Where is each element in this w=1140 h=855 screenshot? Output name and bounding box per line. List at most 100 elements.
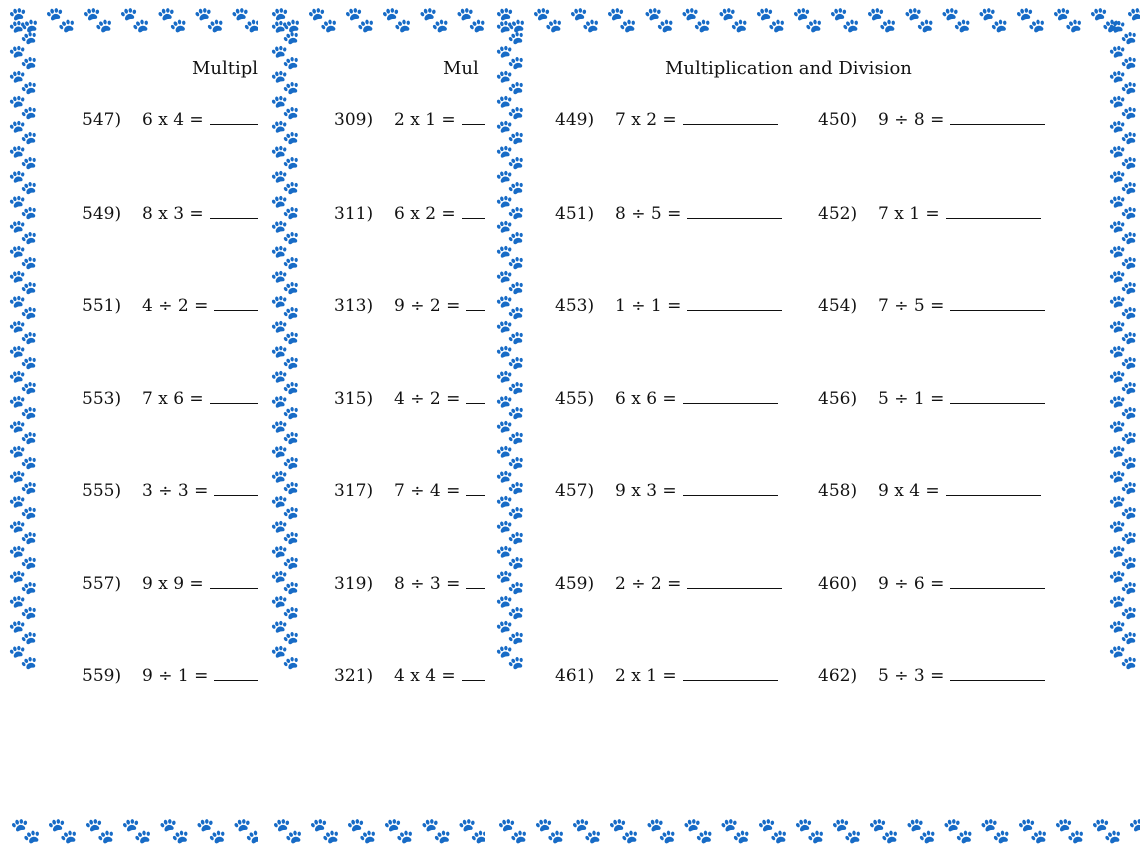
answer-blank[interactable]	[950, 309, 1046, 311]
paw-print-icon: 🐾	[495, 568, 525, 596]
paw-print-icon: 🐾	[495, 4, 527, 34]
problem: 461)2 x 1 =	[555, 666, 778, 686]
paw-print-icon: 🐾	[829, 4, 861, 34]
paw-print-icon: 🐾	[1108, 368, 1138, 396]
problem-number: 456)	[818, 389, 858, 409]
answer-blank[interactable]	[687, 309, 783, 311]
paw-print-icon: 🐾	[8, 568, 38, 596]
answer-blank[interactable]	[682, 123, 778, 125]
paw-print-icon: 🐾	[1052, 4, 1084, 34]
problem-number: 452)	[818, 204, 858, 224]
paw-print-icon: 🐾	[270, 368, 300, 396]
answer-blank[interactable]	[209, 587, 258, 589]
paw-print-icon: 🐾	[270, 643, 300, 671]
answer-blank[interactable]	[945, 217, 1041, 219]
paw-print-icon: 🐾	[8, 643, 38, 671]
problem-expression: 7 x 6 =	[142, 389, 204, 409]
problem-expression: 5 ÷ 3 =	[878, 666, 945, 686]
answer-blank[interactable]	[687, 587, 783, 589]
answer-blank[interactable]	[461, 217, 485, 219]
paw-print-icon: 🐾	[680, 4, 712, 34]
answer-blank[interactable]	[466, 402, 485, 404]
paw-print-icon: 🐾	[532, 4, 564, 34]
answer-blank[interactable]	[466, 494, 485, 496]
paw-print-icon: 🐾	[495, 43, 525, 71]
problem: 551)4 ÷ 2 =	[82, 296, 258, 316]
problem-number: 457)	[555, 481, 595, 501]
paw-print-icon: 🐾	[606, 4, 638, 34]
paw-print-icon: 🐾	[193, 4, 225, 34]
answer-blank[interactable]	[214, 494, 258, 496]
problem-number: 453)	[555, 296, 595, 316]
problem-number: 321)	[334, 666, 374, 686]
paw-print-icon: 🐾	[1108, 393, 1138, 421]
paw-border-left: 🐾🐾🐾🐾🐾🐾🐾🐾🐾🐾🐾🐾🐾🐾🐾🐾🐾🐾🐾🐾🐾🐾🐾🐾🐾🐾	[268, 20, 302, 835]
answer-blank[interactable]	[209, 217, 258, 219]
paw-print-icon: 🐾	[1108, 293, 1138, 321]
problem-number: 559)	[82, 666, 122, 686]
problem: 455)6 x 6 =	[555, 389, 778, 409]
answer-blank[interactable]	[214, 679, 258, 681]
paw-print-icon: 🐾	[495, 143, 525, 171]
answer-blank[interactable]	[682, 679, 778, 681]
problem-number: 450)	[818, 110, 858, 130]
answer-blank[interactable]	[950, 679, 1046, 681]
answer-blank[interactable]	[466, 587, 485, 589]
paw-print-icon: 🐾	[8, 93, 38, 121]
answer-blank[interactable]	[209, 402, 258, 404]
paw-print-icon: 🐾	[495, 243, 525, 271]
answer-blank[interactable]	[945, 494, 1041, 496]
problem: 547)6 x 4 =	[82, 110, 258, 130]
problem-number: 315)	[334, 389, 374, 409]
problem-expression: 7 ÷ 4 =	[394, 481, 461, 501]
answer-blank[interactable]	[466, 309, 485, 311]
problem-expression: 7 ÷ 5 =	[878, 296, 945, 316]
problem-number: 317)	[334, 481, 374, 501]
answer-blank[interactable]	[209, 123, 258, 125]
paw-print-icon: 🐾	[569, 4, 601, 34]
paw-print-icon: 🐾	[719, 815, 751, 845]
paw-print-icon: 🐾	[1108, 493, 1138, 521]
paw-print-icon: 🐾	[1054, 815, 1086, 845]
paw-print-icon: 🐾	[10, 815, 42, 845]
paw-print-icon: 🐾	[158, 815, 190, 845]
problem: 313)9 ÷ 2 =	[334, 296, 485, 316]
answer-blank[interactable]	[950, 587, 1046, 589]
paw-print-icon: 🐾	[270, 4, 302, 34]
paw-print-icon: 🐾	[8, 393, 38, 421]
answer-blank[interactable]	[687, 217, 783, 219]
paw-print-icon: 🐾	[979, 815, 1011, 845]
paw-print-icon: 🐾	[1016, 815, 1049, 845]
answer-blank[interactable]	[214, 309, 258, 311]
paw-print-icon: 🐾	[270, 343, 300, 371]
answer-blank[interactable]	[950, 123, 1046, 125]
paw-print-icon: 🐾	[8, 20, 38, 46]
problem: 559)9 ÷ 1 =	[82, 666, 258, 686]
problem-expression: 9 x 4 =	[878, 481, 940, 501]
answer-blank[interactable]	[950, 402, 1046, 404]
answer-blank[interactable]	[682, 402, 778, 404]
paw-border-bottom: 🐾🐾🐾🐾🐾🐾🐾🐾🐾🐾🐾🐾🐾🐾🐾🐾🐾🐾🐾🐾🐾	[487, 815, 1140, 845]
paw-print-icon: 🐾	[270, 418, 300, 446]
paw-print-icon: 🐾	[8, 318, 38, 346]
paw-print-icon: 🐾	[270, 118, 300, 146]
paw-print-icon: 🐾	[495, 443, 525, 471]
paw-print-icon: 🐾	[1108, 593, 1138, 621]
answer-blank[interactable]	[682, 494, 778, 496]
paw-print-icon: 🐾	[495, 618, 525, 646]
paw-print-icon: 🐾	[1108, 268, 1138, 296]
paw-print-icon: 🐾	[8, 518, 38, 546]
answer-blank[interactable]	[461, 679, 485, 681]
paw-print-icon: 🐾	[495, 20, 525, 46]
paw-print-icon: 🐾	[8, 443, 38, 471]
paw-print-icon: 🐾	[270, 43, 300, 71]
paw-print-icon: 🐾	[497, 815, 529, 845]
answer-blank[interactable]	[461, 123, 485, 125]
paw-print-icon: 🐾	[495, 118, 525, 146]
paw-print-icon: 🐾	[270, 568, 300, 596]
problem: 457)9 x 3 =	[555, 481, 778, 501]
paw-print-icon: 🐾	[8, 618, 38, 646]
paw-print-icon: 🐾	[47, 815, 79, 845]
paw-print-icon: 🐾	[1108, 443, 1138, 471]
paw-print-icon: 🐾	[495, 543, 525, 571]
